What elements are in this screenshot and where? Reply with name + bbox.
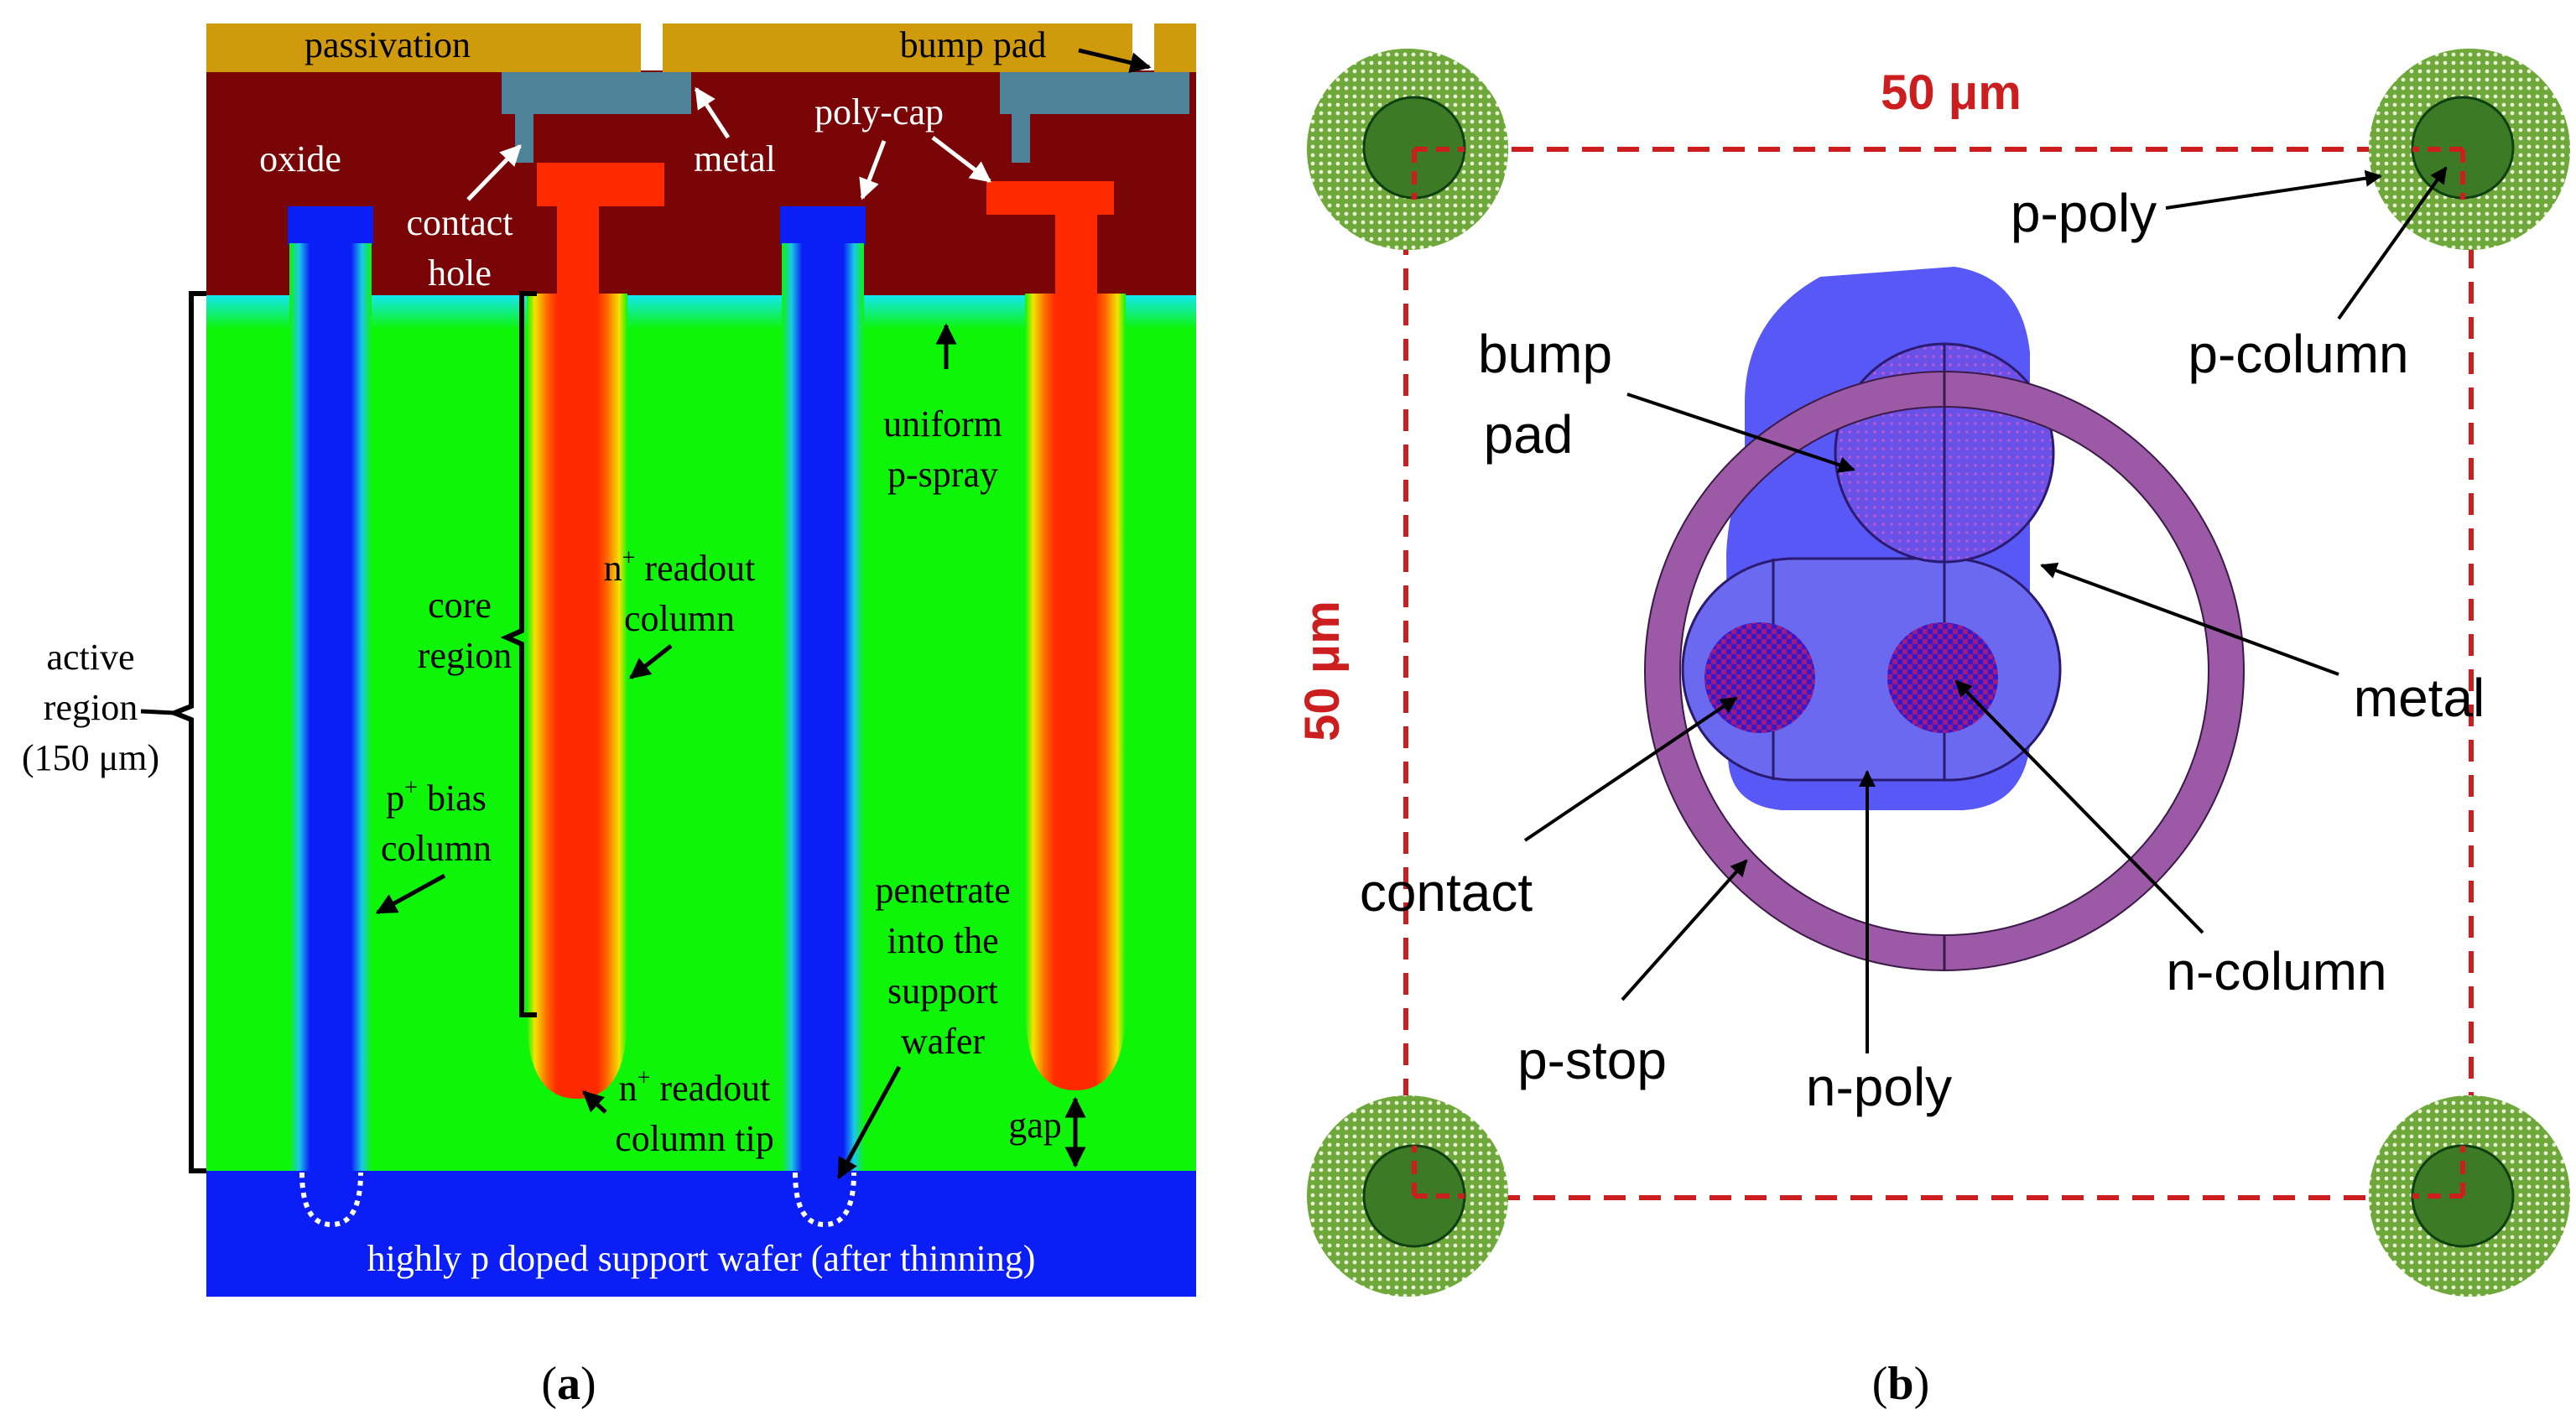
n-readout-column-label-1: n+ readout (604, 545, 756, 589)
active-region-label-3: (150 μm) (22, 737, 159, 778)
poly-cap-arrow-2 (931, 136, 991, 183)
passivation-mid (663, 23, 1132, 72)
oxide-label: oxide (259, 138, 341, 179)
panel-b: 50 μm 50 μm p-poly p-column bump pad met… (1295, 49, 2570, 1410)
p-bias-column-label-1: p+ bias (386, 775, 487, 819)
dim-top-label: 50 μm (1881, 65, 2022, 120)
passivation-right (1154, 23, 1196, 72)
n-tip-label-2: column tip (615, 1118, 773, 1159)
n-readout-column-label-2: column (624, 598, 735, 639)
n-column-arrow (1954, 679, 2204, 934)
metal-arrow (694, 86, 731, 139)
corner-p-column-tl (1307, 49, 1508, 250)
contact-hole-arrow (466, 144, 522, 201)
metal-arrow-b (2040, 562, 2339, 676)
p-poly-arrow (2165, 169, 2382, 210)
n-readout-arrow (629, 644, 673, 679)
p-stop-label: p-stop (1517, 1030, 1667, 1090)
metal-1-via (515, 112, 533, 163)
poly-cap-arrow-1 (859, 140, 887, 200)
uniform-p-spray-label-1: uniform (883, 403, 1002, 445)
passivation-label: passivation (304, 24, 471, 65)
metal-2 (1000, 72, 1189, 114)
metal-1 (502, 72, 691, 114)
corner-dash-lines (1412, 147, 2465, 1199)
n-column-2 (1025, 294, 1126, 1090)
panel-b-caption: (b) (1872, 1358, 1929, 1410)
panel-a: passivation bump pad oxide metal poly-ca… (22, 23, 1196, 1410)
contact-arrow (1523, 696, 1738, 842)
poly-cap-n1 (537, 163, 664, 206)
contact-n-column-1 (1704, 622, 1815, 733)
pixel-cell-outline (1403, 147, 2474, 1200)
p-stop-arrow (1621, 859, 1748, 1001)
n-poly-label: n-poly (1806, 1057, 1952, 1117)
bump-pad-label-arrow (1626, 393, 1855, 473)
gap-label: gap (1008, 1105, 1062, 1146)
bump-pad-label-1: bump (1478, 324, 1612, 384)
contact-n-column-2 (1887, 622, 1998, 733)
n-column-1-top (557, 205, 599, 297)
contact-hole-label-1: contact (406, 202, 513, 243)
core-region-brace (500, 291, 537, 1017)
corner-p-column-bl (1307, 1095, 1508, 1297)
p-column-arrow (2337, 166, 2448, 320)
penetrate-arrow (836, 1065, 902, 1180)
n-tip-arrow (582, 1090, 607, 1114)
core-region-label-2: region (418, 635, 512, 676)
active-region-label-2: region (44, 687, 138, 728)
n-tip-label-1: n+ readout (619, 1065, 771, 1109)
metal-2-via (1012, 112, 1030, 163)
active-region-label-1: active (46, 637, 134, 678)
corner-p-column-tr (2369, 49, 2570, 250)
panel-a-caption: (a) (541, 1358, 596, 1410)
contact-hole-label-2: hole (428, 252, 492, 294)
n-column-label: n-column (2166, 941, 2386, 1001)
p-bias-arrow (375, 873, 446, 915)
active-region-brace (167, 291, 206, 1173)
contact-label: contact (1360, 862, 1533, 923)
p-column-label: p-column (2188, 324, 2408, 384)
p-bias-column-label-2: column (381, 828, 492, 869)
p-column-2-core (804, 206, 841, 1171)
active-region-leader (140, 709, 175, 715)
penetrate-label-2: into the (887, 920, 998, 961)
support-wafer-label: highly p doped support wafer (after thin… (367, 1238, 1036, 1279)
corner-p-column-br (2369, 1095, 2570, 1297)
metal-label: metal (694, 138, 776, 179)
n-column-1 (527, 294, 627, 1099)
penetrate-label-4: wafer (901, 1021, 985, 1062)
support-wafer (206, 1171, 1196, 1297)
p-poly-label: p-poly (2011, 183, 2157, 243)
bump-pad-label: bump pad (900, 24, 1047, 65)
passivation-left (206, 23, 641, 72)
bump-pad-arrow (1078, 48, 1152, 73)
penetrate-label-1: penetrate (875, 870, 1010, 911)
metal-label-b: metal (2354, 668, 2485, 728)
n-column-2-top (1055, 213, 1097, 297)
penetrate-label-3: support (887, 970, 998, 1012)
p-column-1-core (312, 206, 349, 1171)
poly-cap-label: poly-cap (814, 91, 944, 133)
core-region-label-1: core (428, 585, 492, 626)
bump-pad-label-2: pad (1484, 404, 1574, 465)
dim-left-label: 50 μm (1295, 601, 1350, 741)
uniform-p-spray-label-2: p-spray (887, 454, 998, 495)
poly-cap-n2 (986, 181, 1114, 215)
